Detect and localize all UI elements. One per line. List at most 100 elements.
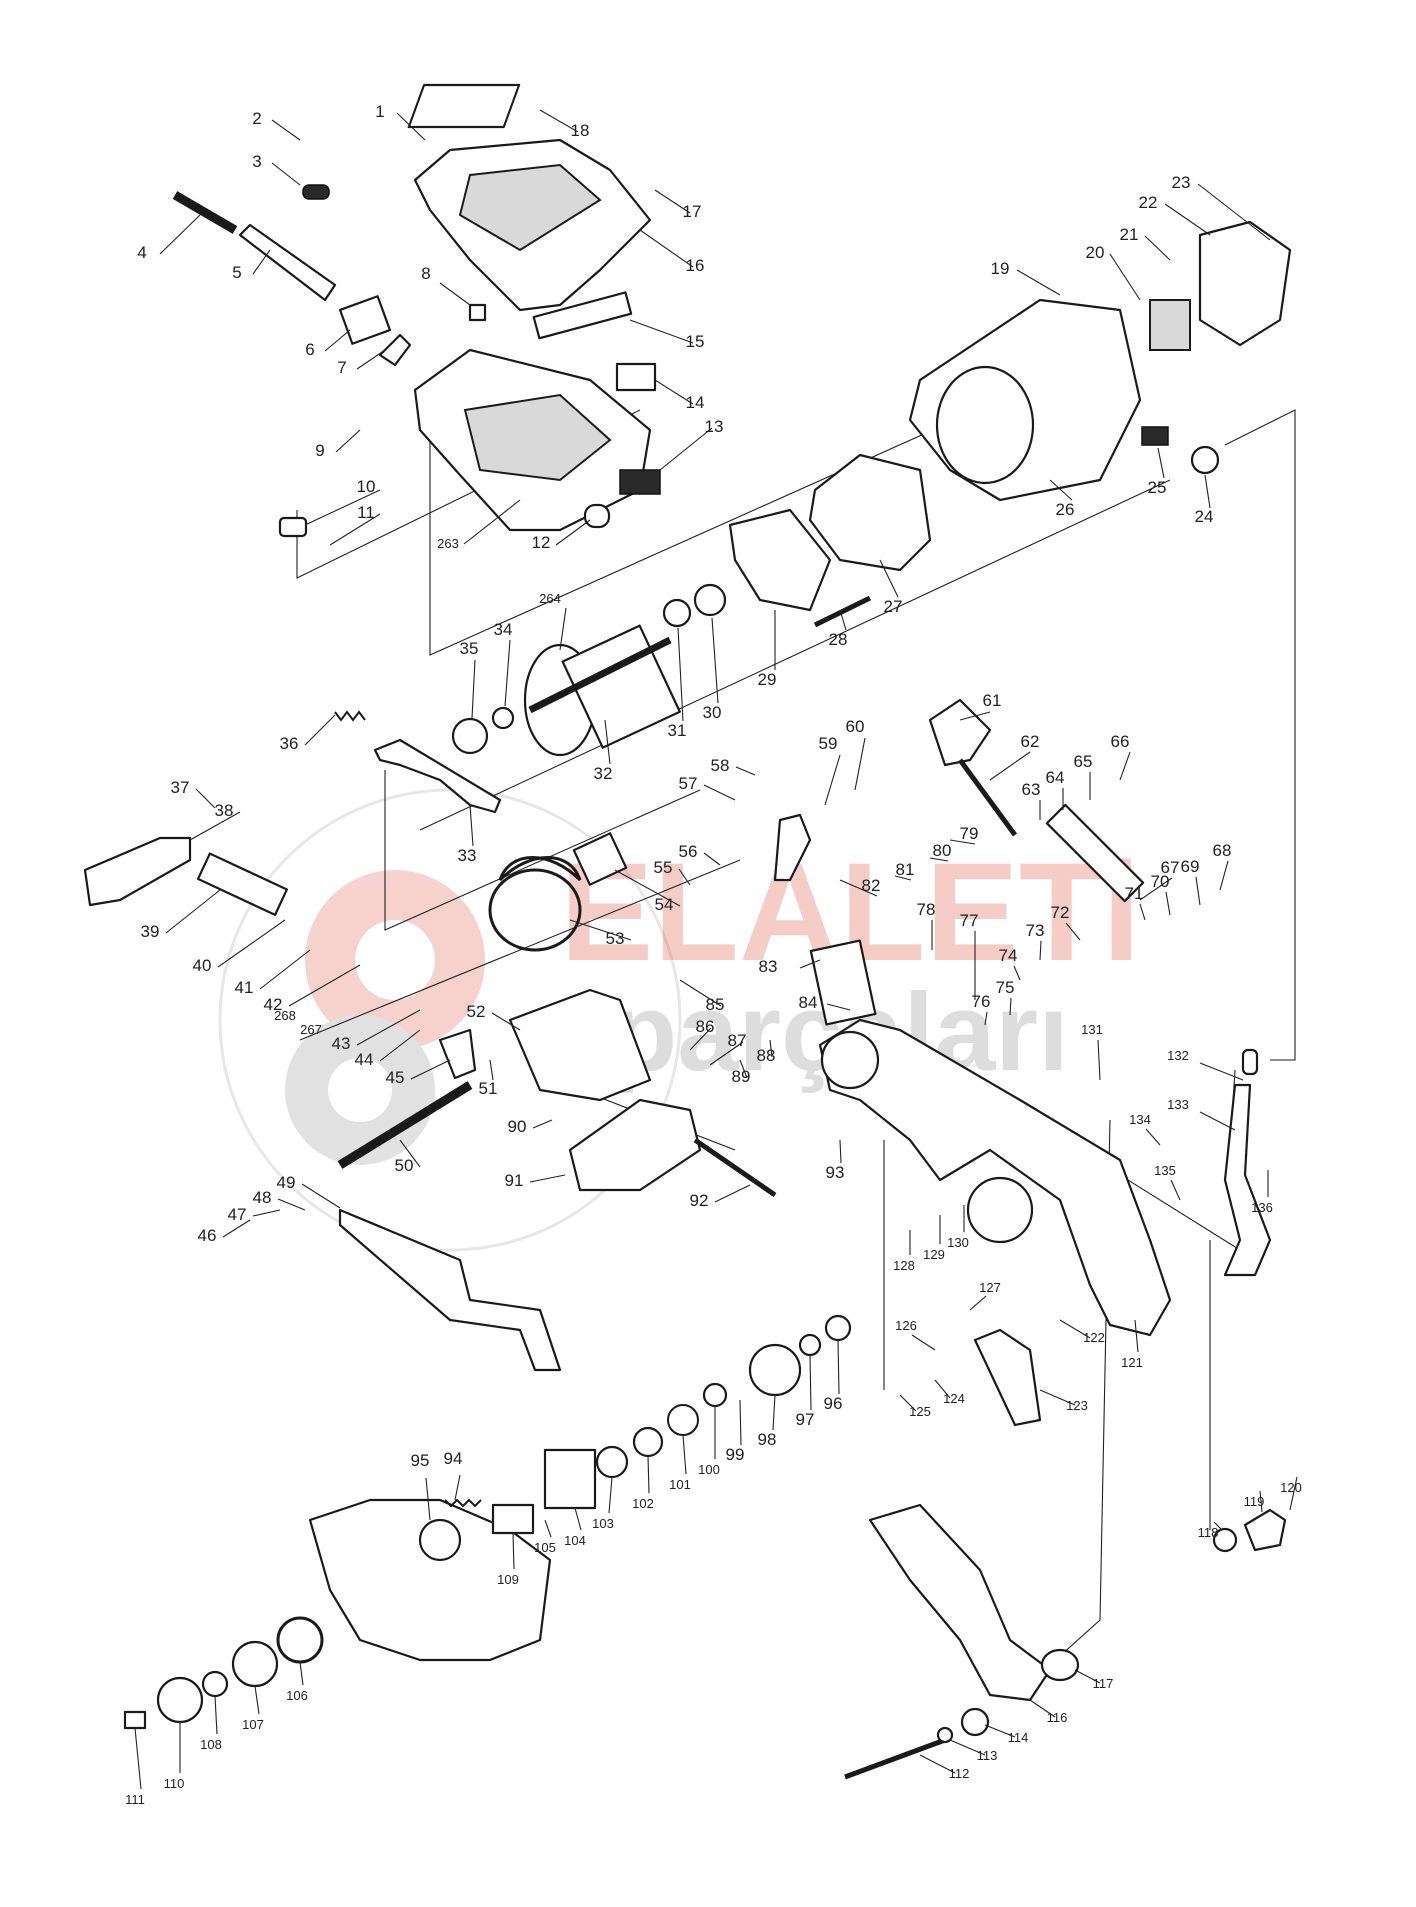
part-6-sleeve bbox=[338, 295, 392, 345]
part-32-armature-core bbox=[561, 624, 681, 749]
part-label-130: 130 bbox=[947, 1235, 969, 1250]
part-label-25: 25 bbox=[1148, 478, 1167, 497]
part-label-131: 131 bbox=[1081, 1022, 1103, 1037]
part-109-spindle bbox=[491, 1503, 535, 1535]
part-label-81: 81 bbox=[896, 860, 915, 879]
part-label-19: 19 bbox=[991, 259, 1010, 278]
part-label-128: 128 bbox=[893, 1258, 915, 1273]
part-label-46: 46 bbox=[198, 1226, 217, 1245]
part-32-shaft bbox=[528, 636, 672, 714]
part-label-83: 83 bbox=[759, 957, 778, 976]
part-50-shaft bbox=[337, 1081, 473, 1169]
part-35-bearing bbox=[451, 717, 489, 755]
part-67-lever bbox=[1045, 803, 1145, 903]
part-label-65: 65 bbox=[1074, 752, 1093, 771]
part-label-123: 123 bbox=[1066, 1398, 1088, 1413]
part-label-71: 71 bbox=[1125, 884, 1144, 903]
part-label-89: 89 bbox=[732, 1067, 751, 1086]
part-label-88: 88 bbox=[757, 1046, 776, 1065]
part-82-trigger-link bbox=[773, 813, 812, 882]
part-45-bracket bbox=[438, 1028, 477, 1080]
part-label-94: 94 bbox=[444, 1449, 463, 1468]
part-31-washer bbox=[662, 598, 692, 628]
part-4-power-cord bbox=[172, 191, 238, 234]
part-label-47: 47 bbox=[228, 1205, 247, 1224]
part-label-124: 124 bbox=[943, 1391, 965, 1406]
part-95-safety-guard bbox=[308, 1498, 552, 1662]
part-label-127: 127 bbox=[979, 1280, 1001, 1295]
part-label-97: 97 bbox=[796, 1410, 815, 1429]
part-123-latch bbox=[973, 1328, 1042, 1427]
part-label-111: 111 bbox=[125, 1792, 145, 1807]
part-95-guard-hub bbox=[418, 1518, 462, 1562]
part-number-labels: 1234567891011121314151617181920212223242… bbox=[125, 102, 1302, 1807]
part-7-cord-clamp bbox=[378, 333, 412, 367]
part-label-45: 45 bbox=[386, 1068, 405, 1087]
part-label-113: 113 bbox=[977, 1748, 998, 1763]
part-label-106: 106 bbox=[286, 1688, 308, 1703]
part-label-98: 98 bbox=[758, 1430, 777, 1449]
part-97-washer bbox=[798, 1333, 822, 1357]
part-label-16: 16 bbox=[686, 256, 705, 275]
part-label-96: 96 bbox=[824, 1394, 843, 1413]
part-label-263: 263 bbox=[437, 536, 459, 551]
part-label-59: 59 bbox=[819, 734, 838, 753]
part-49-link-plate bbox=[338, 1208, 562, 1372]
part-label-74: 74 bbox=[999, 946, 1018, 965]
part-label-93: 93 bbox=[826, 1163, 845, 1182]
part-label-42: 42 bbox=[264, 995, 283, 1014]
part-30-bearing bbox=[693, 583, 727, 617]
top-cover-assembly bbox=[172, 83, 661, 538]
blade-guard-assembly bbox=[308, 1498, 1080, 1780]
part-label-69: 69 bbox=[1181, 857, 1200, 876]
part-121-pivot-boss bbox=[820, 1030, 880, 1090]
part-108-ring bbox=[201, 1670, 229, 1698]
part-label-118: 118 bbox=[1198, 1525, 1219, 1540]
part-15-bracket bbox=[532, 291, 633, 340]
part-label-136: 136 bbox=[1251, 1200, 1273, 1215]
part-label-58: 58 bbox=[711, 756, 730, 775]
part-label-23: 23 bbox=[1172, 173, 1191, 192]
part-label-120: 120 bbox=[1280, 1480, 1302, 1495]
leader-lines bbox=[134, 109, 1298, 1790]
part-62-rod bbox=[957, 758, 1018, 837]
part-24-cap bbox=[1190, 445, 1220, 475]
part-121-blade-hole bbox=[966, 1176, 1034, 1244]
part-label-90: 90 bbox=[508, 1117, 527, 1136]
part-label-21: 21 bbox=[1120, 225, 1139, 244]
part-91-blade-cover bbox=[568, 1098, 702, 1192]
part-label-10: 10 bbox=[357, 477, 376, 496]
part-label-44: 44 bbox=[355, 1050, 374, 1069]
part-22-fan-cover bbox=[1198, 220, 1292, 347]
part-label-91: 91 bbox=[505, 1171, 524, 1190]
part-label-119: 119 bbox=[1244, 1494, 1265, 1509]
part-label-38: 38 bbox=[215, 801, 234, 820]
part-label-108: 108 bbox=[200, 1737, 222, 1752]
part-label-7: 7 bbox=[337, 358, 346, 377]
part-label-28: 28 bbox=[829, 630, 848, 649]
part-label-34: 34 bbox=[494, 620, 513, 639]
part-label-61: 61 bbox=[983, 691, 1002, 710]
part-label-55: 55 bbox=[654, 858, 673, 877]
part-label-30: 30 bbox=[703, 703, 722, 722]
part-92-bolt bbox=[693, 1137, 777, 1198]
part-14-switch bbox=[615, 362, 657, 392]
part-label-2: 2 bbox=[252, 109, 261, 128]
part-39-pin bbox=[196, 852, 288, 916]
part-label-6: 6 bbox=[305, 340, 314, 359]
part-113-ring bbox=[936, 1726, 954, 1744]
part-33-lock-plate bbox=[373, 738, 502, 814]
part-106-retaining-ring bbox=[276, 1616, 324, 1664]
part-121-blade-case-arm bbox=[818, 1018, 1172, 1337]
part-54-sleeve bbox=[572, 832, 628, 886]
part-28-screw bbox=[813, 595, 872, 628]
part-label-104: 104 bbox=[564, 1533, 586, 1548]
part-27-field bbox=[808, 453, 932, 572]
part-label-100: 100 bbox=[698, 1462, 720, 1477]
part-label-39: 39 bbox=[141, 922, 160, 941]
part-label-49: 49 bbox=[277, 1173, 296, 1192]
part-label-129: 129 bbox=[923, 1247, 945, 1262]
part-label-122: 122 bbox=[1083, 1330, 1105, 1345]
part-label-8: 8 bbox=[421, 264, 430, 283]
